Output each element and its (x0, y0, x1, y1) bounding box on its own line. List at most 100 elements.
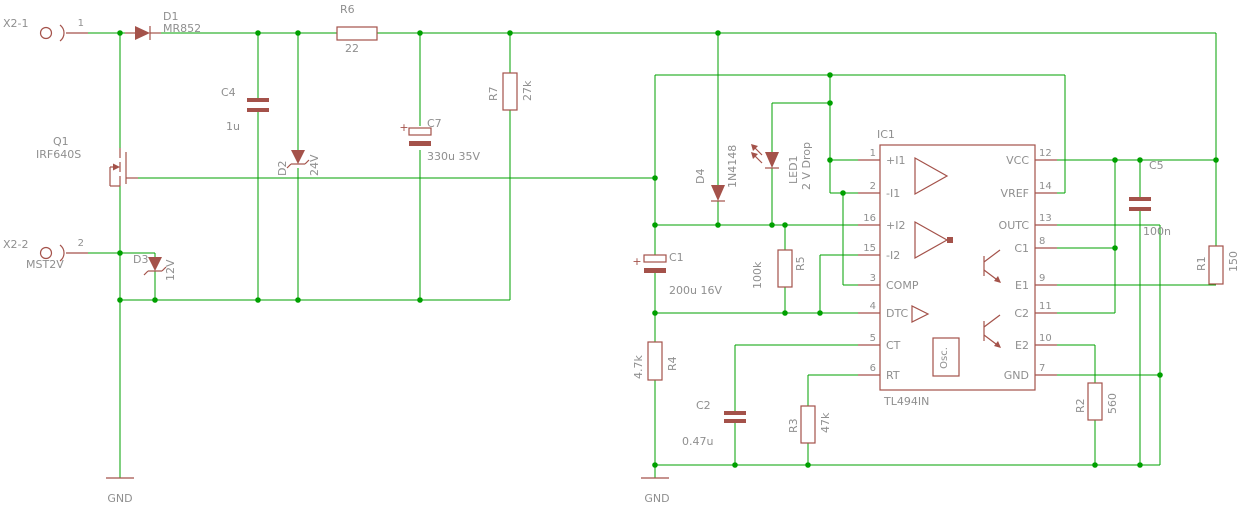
part-name: D1 (163, 10, 178, 23)
component-d3-zener: D3 12V (133, 253, 177, 281)
polarity-plus-icon: + (632, 255, 641, 268)
part-value: 4.7k (632, 355, 645, 379)
transistor-arrow (994, 341, 1001, 348)
led-symbol (765, 152, 779, 168)
pin-contact-icon (59, 24, 65, 42)
pin-number: 1 (870, 148, 876, 159)
part-name: R3 (787, 418, 800, 433)
part-value: 1N4148 (726, 145, 739, 188)
ground-label: GND (107, 492, 132, 505)
capacitor-symbol (1129, 207, 1151, 211)
capacitor-plate (643, 254, 667, 263)
led-light-arrow (751, 152, 758, 159)
part-value: 150 (1227, 251, 1240, 272)
resistor-symbol (502, 72, 518, 111)
pin-name: E2 (1015, 339, 1029, 352)
pin-number: 8 (1039, 236, 1045, 247)
capacitor-symbol (1129, 197, 1151, 201)
part-value: 47k (819, 412, 832, 433)
pin-number: 1 (78, 18, 84, 29)
part-name: R6 (340, 3, 355, 16)
part-name: D2 (276, 161, 289, 176)
capacitor-symbol (247, 108, 269, 112)
part-value: 1u (226, 120, 240, 133)
ground-label: GND (644, 492, 669, 505)
capacitor-plate (408, 127, 432, 136)
pin-number: 11 (1039, 301, 1052, 312)
part-name: D4 (694, 169, 707, 184)
component-c5-capacitor: C5 100n (1129, 159, 1171, 238)
resistor-symbol (1208, 245, 1224, 285)
part-value: 560 (1106, 393, 1119, 414)
component-r1-resistor: R1 150 (1195, 245, 1240, 285)
pin-socket-icon (39, 26, 53, 40)
pin-name: VCC (1006, 154, 1029, 167)
component-ic1-tl494: IC1 TL494IN Osc. 1 2 16 15 3 4 (858, 128, 1057, 408)
part-name: C1 (669, 251, 684, 264)
pin-name: RT (886, 369, 900, 382)
pin-number: 6 (870, 363, 876, 374)
pin-number: 7 (1039, 363, 1045, 374)
pin-name: +I2 (886, 219, 905, 232)
connector-x2-2: X2-2 2 MST2V (3, 238, 88, 271)
connector-label: X2-2 (3, 238, 29, 251)
part-value: 12V (164, 259, 177, 281)
oscillator-label: Osc. (939, 347, 950, 369)
pin-name: VREF (1001, 187, 1029, 200)
part-value: 24V (308, 154, 321, 176)
ic-body (879, 144, 1036, 391)
pin-number: 5 (870, 333, 876, 344)
component-r2-resistor: R2 560 (1074, 382, 1119, 421)
part-name: D3 (133, 253, 148, 266)
diode-symbol (711, 185, 725, 201)
pin-number: 12 (1039, 148, 1052, 159)
pin-number: 2 (870, 181, 876, 192)
component-r5-resistor: 100k R5 (751, 249, 807, 289)
transistor-arrow (994, 276, 1001, 283)
pin-number: 14 (1039, 181, 1052, 192)
capacitor-symbol (724, 419, 746, 423)
part-value: 2 V Drop (800, 142, 813, 190)
oscillator-box (932, 337, 960, 377)
component-c2-capacitor: C2 0.47u (682, 399, 746, 448)
part-value: IRF640S (36, 148, 81, 161)
resistor-symbol (336, 26, 378, 41)
zener-symbol (148, 257, 162, 271)
pin-number: 10 (1039, 333, 1052, 344)
component-d1-diode: D1 MR852 (125, 10, 201, 40)
part-name: R2 (1074, 398, 1087, 413)
led-light-arrow (751, 144, 758, 151)
part-value: 22 (345, 42, 359, 55)
pin-name: CT (886, 339, 901, 352)
pin-name: GND (1004, 369, 1029, 382)
part-name: LED1 (787, 155, 800, 184)
pin-name: C2 (1014, 307, 1029, 320)
pin-name: E1 (1015, 279, 1029, 292)
part-value: 0.47u (682, 435, 713, 448)
pin-number: 4 (870, 301, 876, 312)
capacitor-plate (644, 268, 666, 273)
part-name: C2 (696, 399, 711, 412)
pin-number: 13 (1039, 213, 1052, 224)
zener-symbol (291, 150, 305, 164)
pin-contact-icon (59, 244, 65, 262)
component-c1-electrolytic: + C1 200u 16V (632, 251, 722, 297)
capacitor-plate (409, 141, 431, 146)
pin-number: 3 (870, 273, 876, 284)
part-name: R5 (794, 256, 807, 271)
pin-name: C1 (1014, 242, 1029, 255)
component-c4-capacitor: C4 1u (221, 86, 269, 133)
error-amp-2-icon (914, 220, 949, 260)
capacitor-symbol (724, 411, 746, 415)
pin-name: OUTC (999, 219, 1030, 232)
connector-label: X2-1 (3, 17, 29, 30)
part-value: 100n (1143, 225, 1171, 238)
part-name: C7 (427, 117, 442, 130)
pin-socket-icon (39, 246, 53, 260)
pin-name: -I2 (886, 249, 900, 262)
pin-number: 2 (78, 238, 84, 249)
part-name: IC1 (877, 128, 895, 141)
part-value: 27k (521, 80, 534, 101)
internal-node (947, 237, 953, 243)
